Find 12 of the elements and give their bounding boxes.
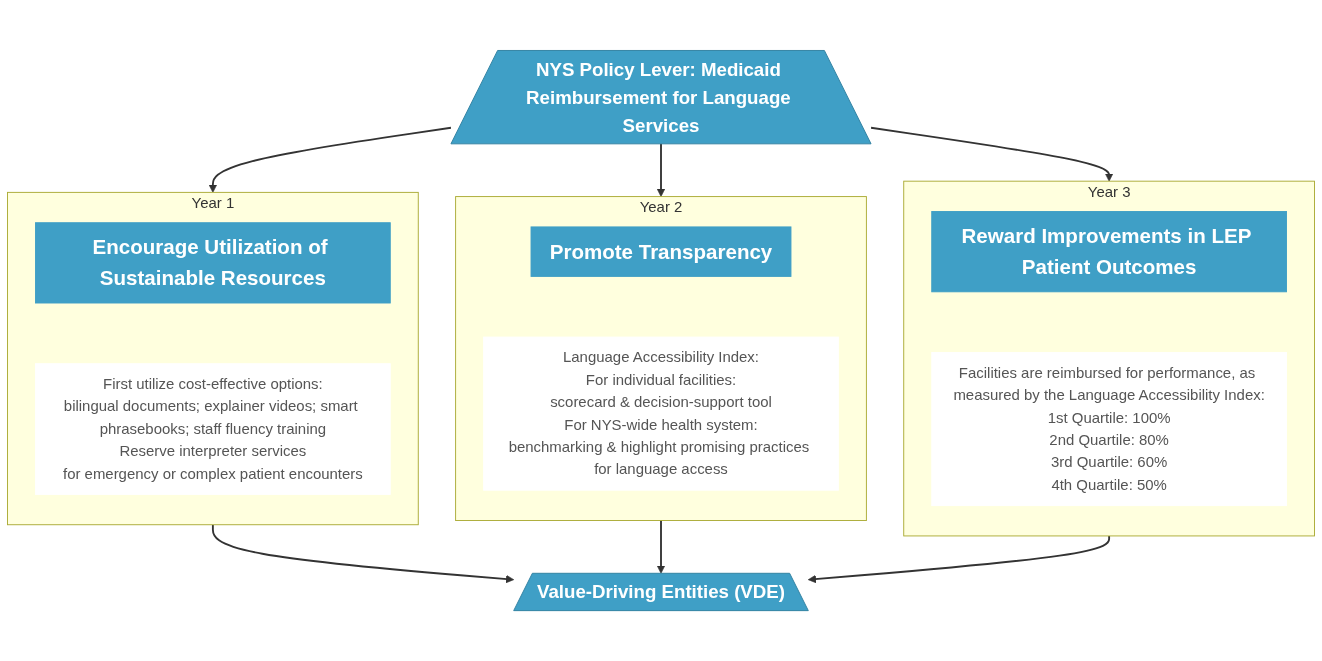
arrow (807, 534, 1111, 584)
arrow (208, 126, 452, 193)
node-box: Facilities are reimbursed for performance, as measured by the Language Accessibility Index: 1st Quartile: 100% 2nd Quartile: 80% 3rd Quartile: 60% 4th Quartile: 50% (931, 351, 1287, 506)
node-box: Reward Improvements in LEP Patient Outcomes (931, 211, 1287, 293)
arrow (870, 126, 1114, 182)
node-box: First utilize cost-effective options: bilingual documents; explainer videos; smart phrasebooks; staff fluency training Reserve interpreter services for emergency or complex patient encounters (35, 363, 391, 495)
node-box: Language Accessibility Index: For individual facilities: scorecard & decision-support tool For NYS-wide health system: benchmarking & highlight promising practices for language access (483, 336, 839, 491)
arrow (656, 142, 666, 197)
node-box: Encourage Utilization of Sustainable Resources (35, 222, 391, 304)
arrow (211, 523, 515, 584)
node-box: Promote Transparency (530, 226, 792, 277)
arrow (656, 519, 666, 574)
